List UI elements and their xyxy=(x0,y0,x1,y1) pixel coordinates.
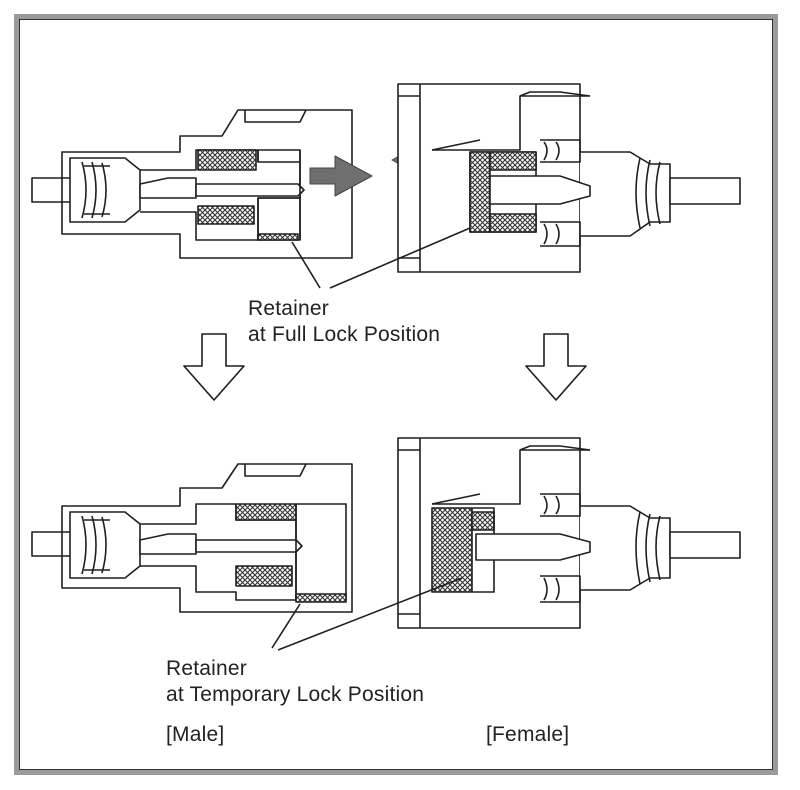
female-connector-temporary-lock xyxy=(397,437,741,629)
leader-line-full-male xyxy=(291,241,321,289)
down-arrow-male xyxy=(183,333,245,401)
down-arrow-female xyxy=(525,333,587,401)
male-label: [Male] xyxy=(166,723,225,746)
female-connector-full-lock xyxy=(397,83,741,273)
retainer-temp-label-line1: Retainer xyxy=(166,657,247,680)
male-connector-temporary-lock xyxy=(31,463,353,613)
leader-line-full-female xyxy=(329,227,471,289)
retainer-temp-label-line2: at Temporary Lock Position xyxy=(166,683,425,706)
retainer-full-label-line2: at Full Lock Position xyxy=(248,323,441,346)
retainer-full-label-line1: Retainer xyxy=(248,297,329,320)
male-connector-full-lock xyxy=(31,109,353,259)
leader-line-temp-male xyxy=(271,603,301,649)
leader-line-temp-female xyxy=(277,577,463,651)
mating-arrow-right xyxy=(309,155,373,197)
diagram-frame xyxy=(14,14,778,775)
female-label: [Female] xyxy=(486,723,570,746)
